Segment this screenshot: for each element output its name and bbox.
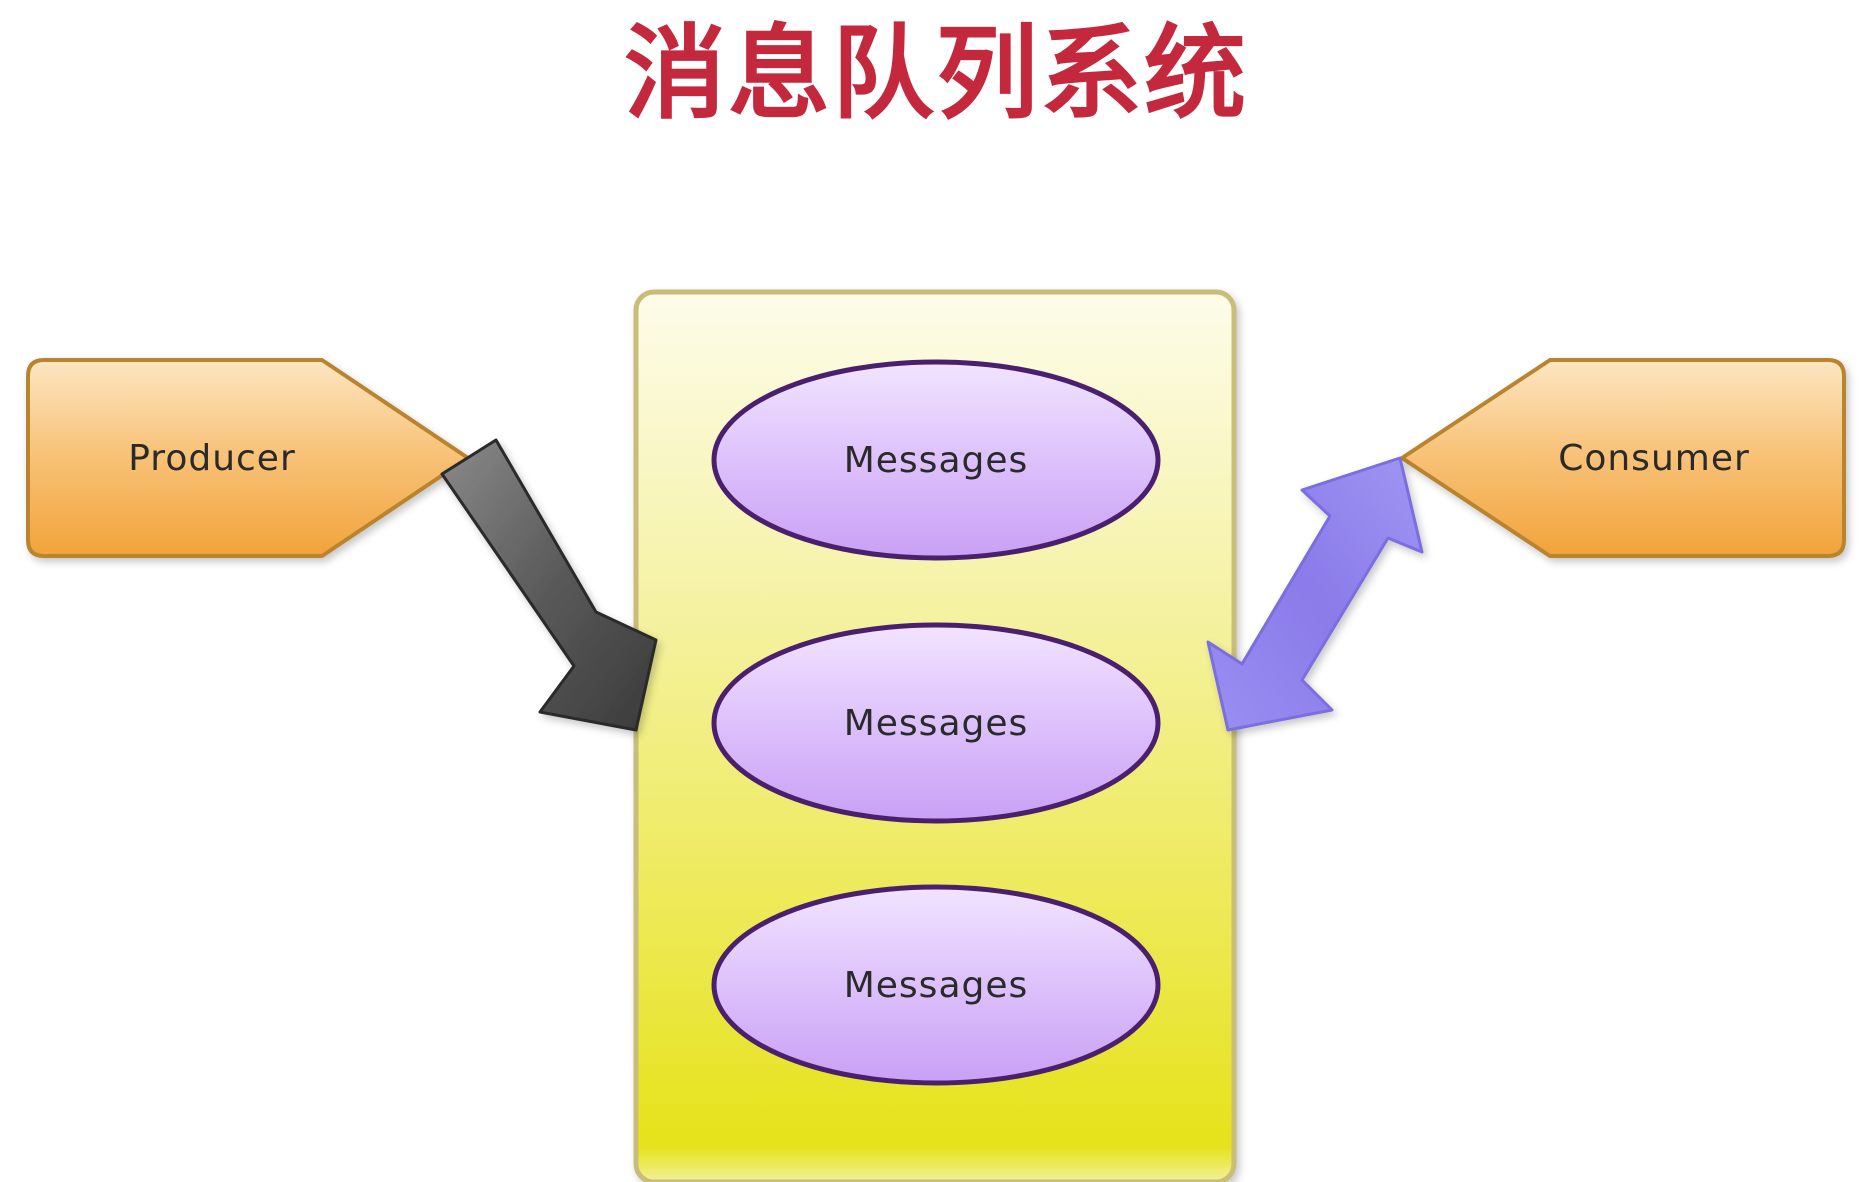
consumer-label: Consumer bbox=[1558, 438, 1750, 479]
message-label: Messages bbox=[844, 965, 1029, 1006]
page-title: 消息队列系统 bbox=[624, 15, 1248, 134]
message-ellipse: Messages bbox=[711, 359, 1161, 561]
producer-label: Producer bbox=[128, 438, 296, 479]
message-ellipse: Messages bbox=[711, 622, 1161, 824]
message-ellipse: Messages bbox=[711, 884, 1161, 1086]
consumer-queue-double-arrow bbox=[1206, 456, 1424, 732]
message-label: Messages bbox=[844, 703, 1029, 744]
consumer-node: Consumer bbox=[1400, 358, 1846, 558]
message-label: Messages bbox=[844, 440, 1029, 481]
producer-node: Producer bbox=[26, 358, 470, 558]
producer-to-queue-arrow bbox=[440, 438, 658, 732]
